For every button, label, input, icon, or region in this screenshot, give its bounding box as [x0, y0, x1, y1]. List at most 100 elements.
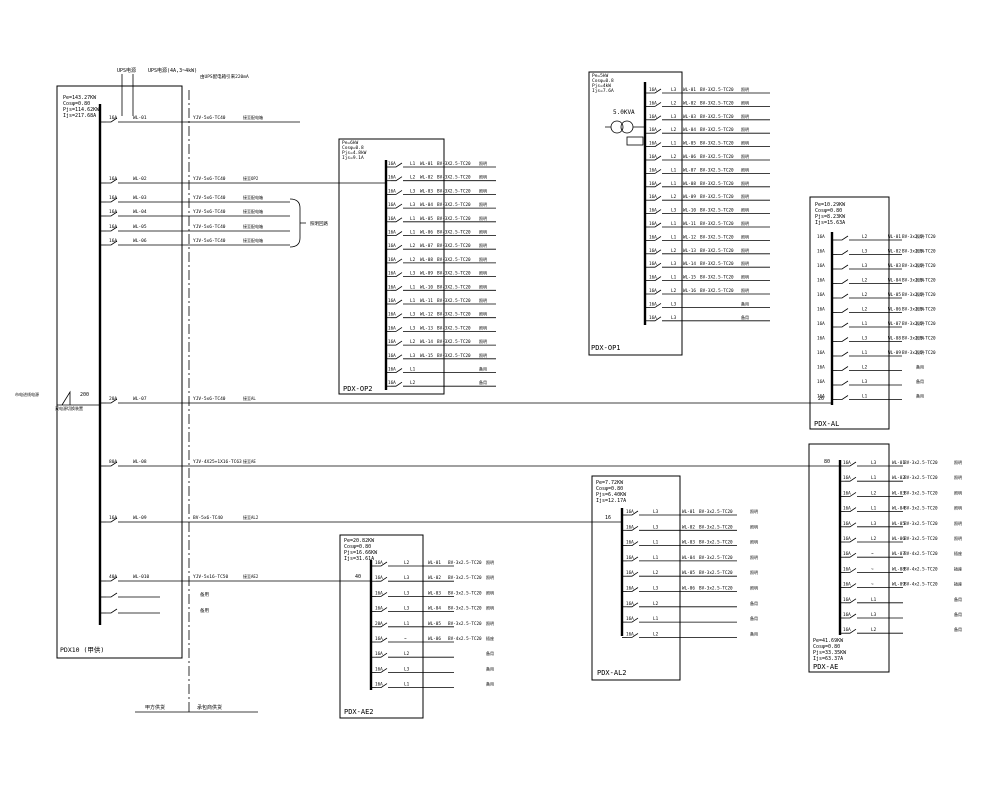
ae-row-cable: BV-3x2.5-TC20: [904, 506, 938, 512]
al2-row-cable: BV-3x2.5-TC20: [699, 586, 733, 592]
main-panel-label: PDX10 (甲供): [60, 645, 104, 654]
ae2-row-id: WL-03: [428, 590, 441, 596]
ae-row-note: 照明: [954, 460, 962, 465]
al-row-breaker-symbol: [837, 380, 854, 386]
main-param-1: Cosφ=0.80: [63, 101, 90, 107]
op1-row-breaker-rating: 16A: [649, 221, 657, 227]
al2-param-0: Pe=7.72KW: [596, 480, 624, 486]
al2-param-3: Ijs=12.17A: [596, 498, 626, 504]
ae-row-note: 插座: [954, 550, 962, 556]
main-circuit-id: WL-06: [133, 238, 147, 244]
op2-row-phase: L3: [410, 312, 416, 318]
al2-row-note: 照明: [750, 570, 758, 575]
op1-row-breaker-rating: 16A: [649, 275, 657, 281]
op2-row-cable: BV-3X2.5-TC20: [437, 284, 471, 290]
ae2-row-breaker-rating: 20A: [375, 621, 383, 627]
main-circuit-note: 接至AE: [243, 458, 256, 464]
op1-row-id: WL-14: [683, 261, 696, 267]
op2-row-breaker-rating: 16A: [388, 353, 396, 359]
al-row-breaker-rating: 16A: [817, 249, 825, 255]
op1-row-breaker-rating: 16A: [649, 288, 657, 294]
ae-row-breaker-rating: 16A: [843, 551, 851, 557]
al2-row-breaker-symbol: [627, 525, 644, 531]
ae2-row-cable: BV-3x2.5-TC20: [448, 575, 482, 581]
ups-label-1: UPS电源: [117, 67, 136, 74]
op2-row-breaker-rating: 16A: [388, 298, 396, 304]
al2-row-breaker-symbol: [627, 617, 644, 623]
al2-row-breaker-rating: 16A: [626, 555, 634, 561]
main-circuit-id: WL-04: [133, 209, 147, 215]
op2-row-breaker-rating: 16A: [388, 284, 396, 290]
op2-row-id: WL-01: [420, 161, 433, 167]
op1-row-note: 照明: [741, 194, 749, 199]
main-spare-breaker-symbol: [106, 608, 123, 614]
op1-row-phase: L2: [671, 288, 677, 294]
op2-row-phase: L2: [410, 380, 416, 386]
panel-al2: [591, 475, 681, 681]
al-param-3: Ijs=15.63A: [815, 220, 845, 226]
op1-row-note: 照明: [741, 181, 749, 186]
al2-row-phase: L1: [653, 555, 659, 561]
ae-row-breaker-symbol: [845, 476, 862, 482]
al-row-id: WL-04: [888, 278, 901, 284]
op1-row-phase: L2: [671, 154, 677, 160]
al-row-breaker-rating: 16A: [817, 307, 825, 313]
al-row-breaker-rating: 16A: [817, 350, 825, 356]
ae-row-breaker-rating: 16A: [843, 627, 851, 633]
op2-param-1: Cosφ=0.8: [342, 145, 364, 151]
main-circuit-note: 接至配电箱: [243, 223, 263, 229]
op2-row-breaker-symbol: [391, 313, 408, 319]
ae2-row-phase: ~: [404, 637, 407, 642]
al2-row-id: WL-02: [682, 524, 695, 530]
op1-row-id: WL-11: [683, 221, 696, 227]
ae-row-breaker-symbol: [845, 613, 862, 619]
op1-row-phase: L1: [671, 167, 677, 173]
ae2-param-1: Cosφ=0.80: [344, 544, 371, 550]
al-row-note: 照明: [916, 336, 924, 341]
ae-row-phase: L3: [871, 521, 877, 527]
op2-row-phase: L3: [410, 271, 416, 277]
op2-row-breaker-symbol: [391, 162, 408, 168]
top-note: 由UPS配电箱引来220mA: [200, 73, 249, 80]
op2-row-breaker-rating: 16A: [388, 339, 396, 345]
al-row-note: 备用: [916, 393, 924, 399]
ae-param-1: Cosφ=0.80: [813, 644, 840, 650]
al-row-breaker-rating: 16A: [817, 394, 825, 400]
al2-frame: [591, 475, 681, 681]
al2-row-breaker-rating: 16A: [626, 601, 634, 607]
al-row-cable: BV-3x2.5-TC20: [902, 278, 936, 284]
op1-row-breaker-symbol: [650, 155, 667, 161]
ae-row-breaker-rating: 16A: [843, 475, 851, 481]
al-row-id: WL-02: [888, 249, 901, 255]
op1-row-breaker-symbol: [650, 169, 667, 174]
ae-row-note: 照明: [954, 490, 962, 495]
al2-row-phase: L2: [653, 601, 659, 607]
al2-row-breaker-rating: 16A: [626, 524, 634, 530]
op2-row-id: WL-05: [420, 216, 433, 222]
incoming-arrow: [61, 390, 71, 406]
al-row-id: WL-03: [888, 263, 901, 269]
op1-row-breaker-rating: 16A: [649, 127, 657, 133]
al2-row-note: 备用: [750, 615, 758, 621]
ae2-incoming-breaker-rating: 40: [355, 574, 361, 580]
op1-param-1: Cosφ=0.8: [592, 78, 614, 84]
op2-row-note: 照明: [479, 312, 487, 317]
ae-row-breaker-symbol: [845, 537, 862, 543]
ae-row-phase: L2: [871, 627, 877, 633]
al-row-breaker-symbol: [837, 395, 854, 400]
ae-row-cable: BV-4x2.5-TC20: [904, 582, 938, 588]
main-circuit-breaker-rating: 80A: [109, 459, 117, 465]
main-circuit-cable: YJV-5x16-TC50: [193, 574, 229, 580]
footer-left-label: 甲方供货: [145, 704, 165, 711]
ae2-row-note: 照明: [486, 606, 494, 611]
ae2-row-phase: L1: [404, 621, 410, 627]
ae-row-breaker-symbol: [845, 492, 862, 497]
main-circuit-breaker-rating: 16A: [109, 195, 117, 201]
op1-row-phase: L3: [671, 114, 677, 120]
ae2-row-phase: L3: [404, 606, 410, 612]
main-circuit-breaker-symbol: [106, 211, 123, 217]
al-row-breaker-rating: 16A: [817, 292, 825, 298]
main-circuit-breaker-rating: 16A: [109, 238, 117, 244]
ae2-row-breaker-rating: 16A: [375, 666, 383, 672]
op1-row-cable: BV-3X2.5-TC20: [700, 141, 734, 147]
